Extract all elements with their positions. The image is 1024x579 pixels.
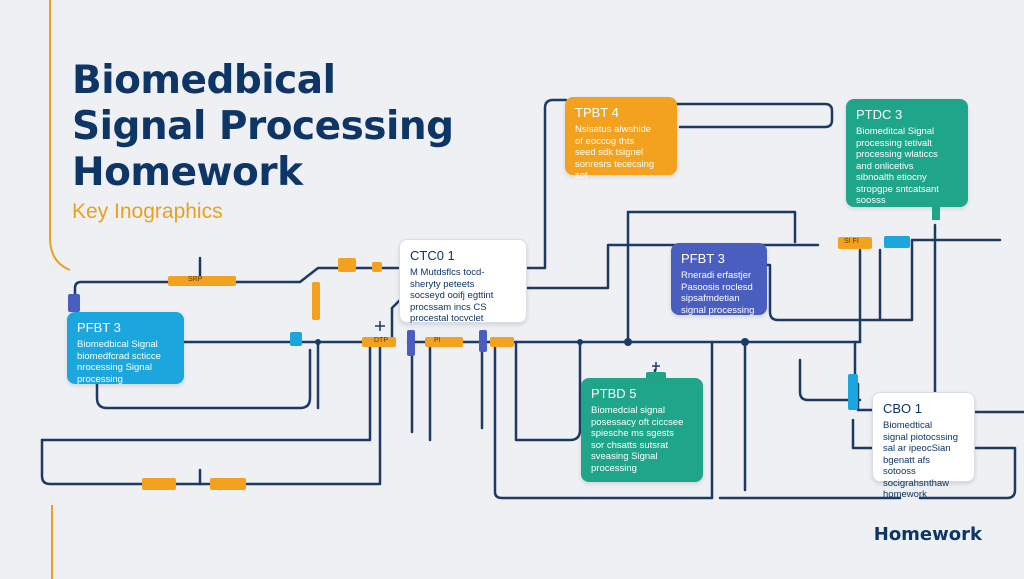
accent-line (49, 0, 71, 271)
capacitor (848, 374, 858, 410)
wire (514, 340, 582, 442)
junction-dot (741, 338, 749, 346)
box-body: Nsisatus alwshide of eoccog thts seed sd… (575, 124, 655, 181)
junction-dot (577, 339, 583, 345)
resistor (490, 337, 514, 347)
junction-dot (315, 339, 321, 345)
box-body: Biomedbical Signal biomedfcrad scticce n… (77, 339, 161, 385)
box-title: CTC0 1 (410, 248, 455, 263)
wire (798, 358, 862, 402)
page-subtitle: Key Inographics (72, 200, 223, 223)
chip-label: DTP (374, 337, 388, 344)
box-title: PFBT 3 (681, 251, 725, 266)
info-box-pfbt3-left: PFBT 3 Biomedbical Signal biomedfcrad sc… (67, 312, 184, 385)
wire (856, 382, 874, 412)
chip-label: SRP (188, 276, 203, 283)
box-title: CBO 1 (883, 401, 923, 416)
wire (493, 340, 714, 500)
resistor (838, 237, 872, 249)
resistor (142, 478, 176, 490)
resistor (312, 282, 320, 320)
resistor (168, 276, 236, 286)
box-body: Biomedcial signal posessacy oft ciccsee … (591, 405, 684, 474)
resistor (372, 262, 382, 272)
resistor (362, 337, 396, 347)
capacitor (68, 294, 80, 312)
wire (851, 418, 874, 450)
info-box-pfbt3-right: PFBT 3 Rneradi erfastjer Pasoosis rocles… (671, 243, 767, 316)
info-box-ctc01: CTC0 1 M Mutdsflcs tocd- sheryty peteets… (399, 239, 527, 324)
wire (918, 446, 1017, 500)
wire (40, 340, 372, 442)
chip-label: SI FI (844, 238, 859, 245)
footer-label: Homework (873, 524, 982, 545)
box-body: Rneradi erfastjer Pasoosis roclesd sipsa… (681, 270, 755, 316)
wire (40, 340, 382, 486)
wire (666, 102, 834, 129)
info-box-tpbt4: TPBT 4 Nsisatus alwshide of eoccog thts … (565, 97, 677, 181)
box-title: PTDC 3 (856, 107, 903, 122)
box-title: PFBT 3 (77, 320, 121, 335)
box-tail (932, 206, 940, 220)
plus-markers (375, 321, 660, 370)
wire (390, 298, 402, 344)
wire (626, 210, 797, 244)
box-title: TPBT 4 (575, 105, 619, 120)
box-body: Biomeditcal Signal processing tetivalt p… (856, 126, 939, 206)
capacitor (884, 236, 910, 248)
resistor (210, 478, 246, 490)
resistor (425, 337, 463, 347)
wire (73, 266, 400, 300)
capacitor (290, 332, 302, 346)
box-body: M Mutdsflcs tocd- sheryty peteets socsey… (410, 267, 494, 324)
capacitor (479, 330, 487, 352)
capacitor (407, 330, 415, 356)
wire (95, 348, 312, 410)
resistor-components (68, 236, 910, 490)
info-box-cbo1: CBO 1 Biomedtical signal piotocssing sal… (872, 392, 975, 500)
resistor (338, 258, 356, 272)
junction-dot (624, 338, 632, 346)
page-title: Biomedbical Signal Processing Homework (72, 58, 454, 195)
info-box-ptdc3: PTDC 3 Biomeditcal Signal processing tet… (846, 99, 968, 207)
chip-label: PI (434, 337, 441, 344)
wire (525, 98, 568, 270)
box-body: Biomedtical signal piotocssing sal ar ip… (883, 420, 958, 500)
box-title: PTBD 5 (591, 386, 637, 401)
info-box-ptbd5: PTBD 5 Biomedcial signal posessacy oft c… (581, 378, 703, 482)
wire (764, 238, 1002, 322)
